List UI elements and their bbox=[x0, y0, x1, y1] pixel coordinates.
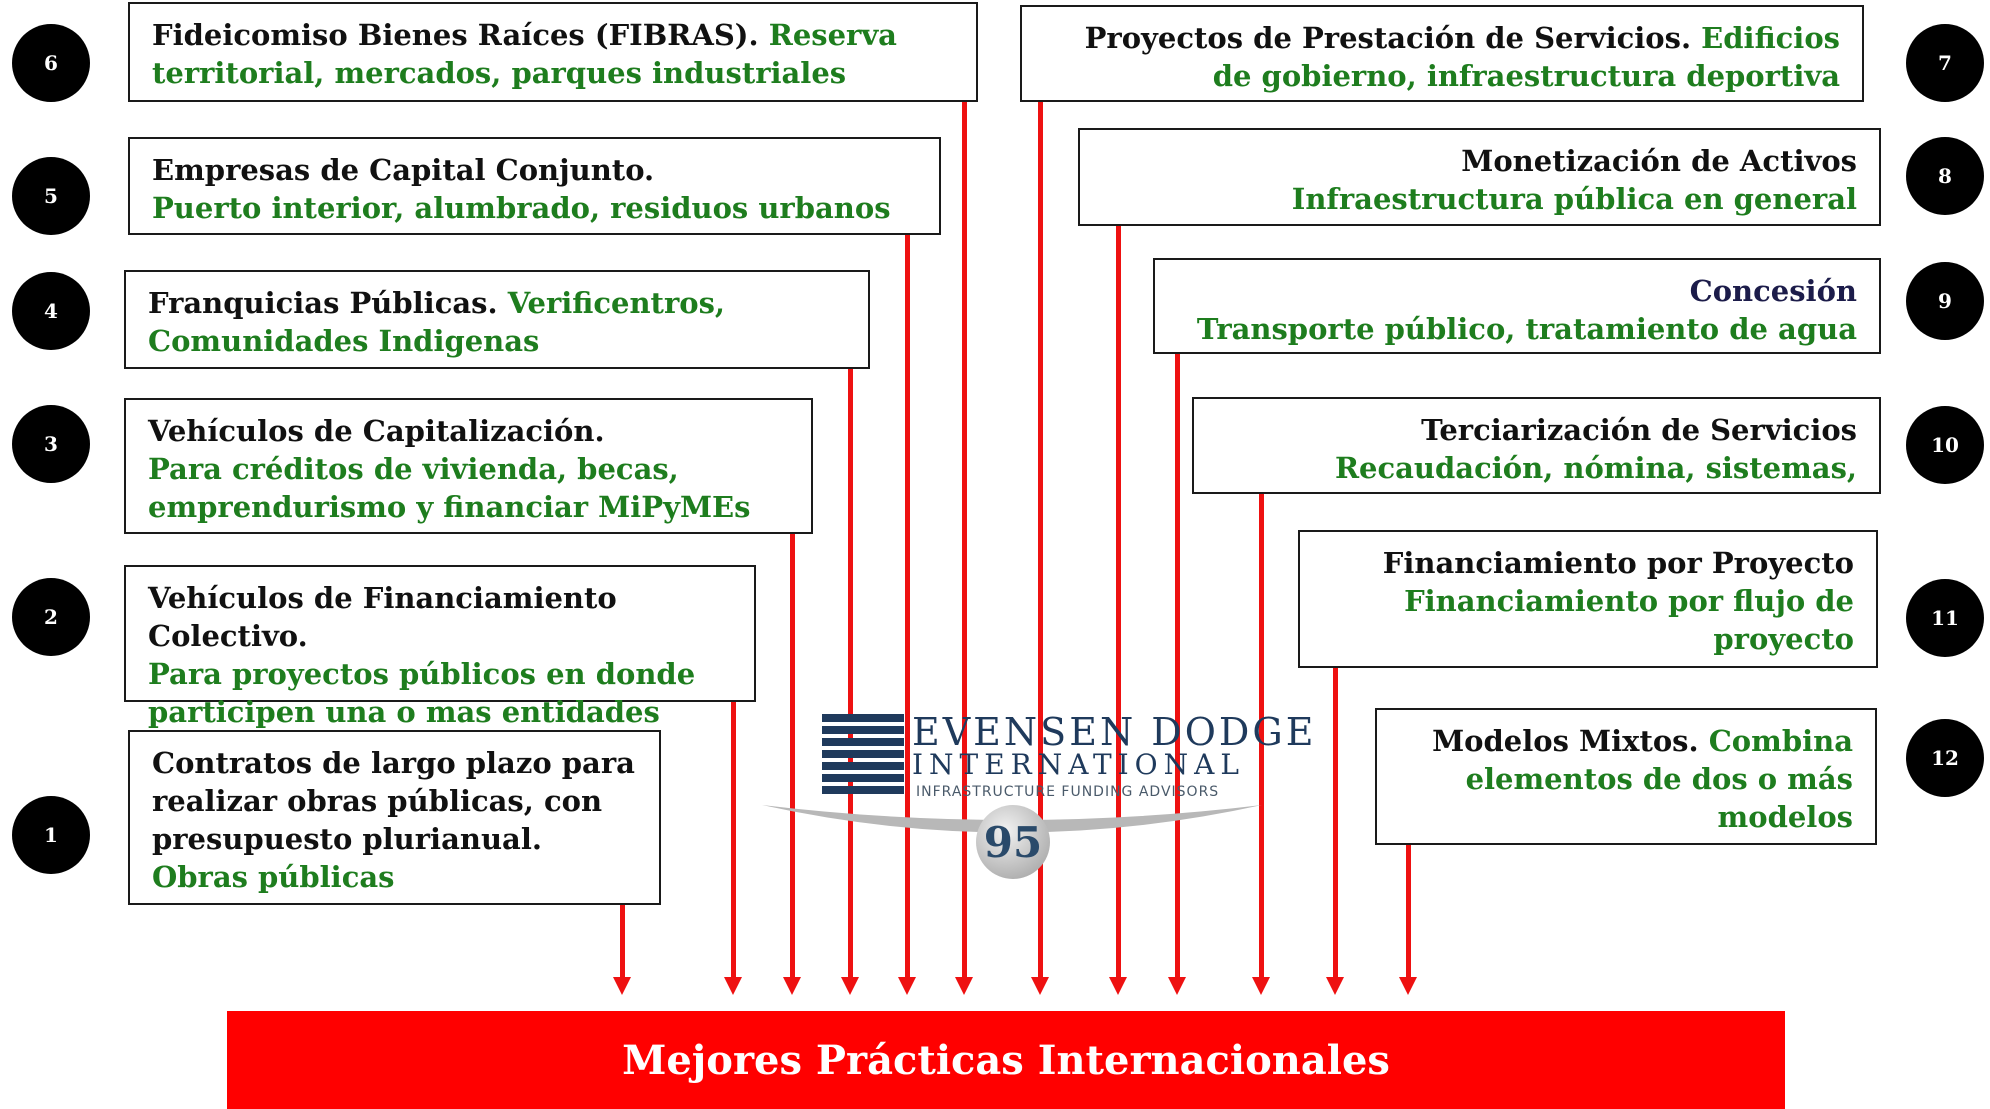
item-detail: Verificentros, Comunidades Indigenas bbox=[148, 286, 725, 358]
number-badge-1: 1 bbox=[12, 796, 90, 874]
item-title: Terciarización de Servicios bbox=[1421, 413, 1857, 447]
number-badge-12: 12 bbox=[1906, 719, 1984, 797]
item-box-8: Monetización de Activos Infraestructura … bbox=[1078, 128, 1881, 226]
item-detail: Recaudación, nómina, sistemas, bbox=[1334, 451, 1857, 485]
item-box-12: Modelos Mixtos. Combina elementos de dos… bbox=[1375, 708, 1877, 845]
connector-line bbox=[620, 902, 625, 980]
item-title: Vehículos de Capitalización. bbox=[148, 414, 605, 448]
item-box-11: Financiamiento por Proyecto Financiamien… bbox=[1298, 530, 1878, 668]
connector-line bbox=[1038, 100, 1043, 980]
number-badge-11: 11 bbox=[1906, 579, 1984, 657]
arrowhead bbox=[898, 977, 916, 995]
item-detail: Obras públicas bbox=[152, 860, 395, 894]
item-box-9: Concesión Transporte público, tratamient… bbox=[1153, 258, 1881, 354]
number-badge-7: 7 bbox=[1906, 24, 1984, 102]
item-detail: Puerto interior, alumbrado, residuos urb… bbox=[152, 191, 891, 225]
number-badge-3: 3 bbox=[12, 405, 90, 483]
item-detail: Transporte público, tratamiento de agua bbox=[1196, 312, 1857, 346]
anniversary-badge: 95 bbox=[976, 805, 1050, 879]
arrowhead bbox=[1109, 977, 1127, 995]
connector-line bbox=[905, 232, 910, 980]
item-box-3: Vehículos de Capitalización. Para crédit… bbox=[124, 398, 813, 534]
logo-graphic bbox=[762, 714, 1262, 833]
item-title: Vehículos de Financiamiento Colectivo. bbox=[148, 581, 617, 653]
item-box-10: Terciarización de Servicios Recaudación,… bbox=[1192, 397, 1881, 494]
arrowhead bbox=[1031, 977, 1049, 995]
connector-line bbox=[848, 365, 853, 980]
item-detail: Reserva territorial, mercados, parques i… bbox=[152, 18, 897, 90]
connector-line bbox=[1175, 352, 1180, 980]
connector-line bbox=[1406, 845, 1411, 980]
item-title: Financiamiento por Proyecto bbox=[1382, 546, 1854, 580]
item-detail: Financiamiento por flujo de proyecto bbox=[1404, 584, 1854, 656]
arrowhead bbox=[1252, 977, 1270, 995]
item-title: Modelos Mixtos. bbox=[1432, 724, 1699, 758]
arrowhead bbox=[955, 977, 973, 995]
number-badge-8: 8 bbox=[1906, 137, 1984, 215]
item-detail: Infraestructura pública en general bbox=[1291, 182, 1857, 216]
arrowhead bbox=[724, 977, 742, 995]
number-badge-4: 4 bbox=[12, 272, 90, 350]
item-box-6: Fideicomiso Bienes Raíces (FIBRAS). Rese… bbox=[128, 2, 978, 102]
item-title: Monetización de Activos bbox=[1461, 144, 1857, 178]
item-box-5: Empresas de Capital Conjunto. Puerto int… bbox=[128, 137, 941, 235]
arrowhead bbox=[1168, 977, 1186, 995]
item-box-2: Vehículos de Financiamiento Colectivo. P… bbox=[124, 565, 756, 767]
item-title: Franquicias Públicas. bbox=[148, 286, 498, 320]
number-badge-9: 9 bbox=[1906, 262, 1984, 340]
item-detail: Combina elementos de dos o más modelos bbox=[1465, 724, 1853, 834]
number-badge-5: 5 bbox=[12, 157, 90, 235]
connector-line bbox=[1333, 666, 1338, 980]
arrowhead bbox=[841, 977, 859, 995]
arrowhead bbox=[783, 977, 801, 995]
item-detail: Edificios de gobierno, infraestructura d… bbox=[1212, 21, 1840, 93]
connector-line bbox=[790, 530, 795, 980]
item-title: Fideicomiso Bienes Raíces (FIBRAS). bbox=[152, 18, 759, 52]
number-badge-2: 2 bbox=[12, 578, 90, 656]
arrowhead bbox=[1326, 977, 1344, 995]
best-practices-banner: Mejores Prácticas Internacionales bbox=[227, 1011, 1785, 1109]
item-box-4: Franquicias Públicas. Verificentros, Com… bbox=[124, 270, 870, 369]
company-logo: EVENSEN DODGE INTERNATIONAL INFRASTRUCTU… bbox=[752, 700, 1313, 890]
item-box-1: Contratos de largo plazo para realizar o… bbox=[128, 730, 661, 905]
connector-line bbox=[962, 98, 967, 980]
number-badge-10: 10 bbox=[1906, 406, 1984, 484]
logo-line1: EVENSEN DODGE bbox=[912, 710, 1317, 754]
item-detail: Para créditos de vivienda, becas, empren… bbox=[148, 452, 751, 524]
item-title: Empresas de Capital Conjunto. bbox=[152, 153, 655, 187]
connector-line bbox=[731, 700, 736, 980]
arrowhead bbox=[613, 977, 631, 995]
item-title: Contratos de largo plazo para realizar o… bbox=[152, 746, 635, 856]
number-badge-6: 6 bbox=[12, 24, 90, 102]
connector-line bbox=[1116, 224, 1121, 980]
connector-line bbox=[1259, 492, 1264, 980]
logo-line2: INTERNATIONAL bbox=[912, 748, 1245, 781]
item-title: Concesión bbox=[1689, 274, 1857, 308]
arrowhead bbox=[1399, 977, 1417, 995]
item-title: Proyectos de Prestación de Servicios. bbox=[1084, 21, 1692, 55]
item-box-7: Proyectos de Prestación de Servicios. Ed… bbox=[1020, 5, 1864, 102]
logo-tagline: INFRASTRUCTURE FUNDING ADVISORS bbox=[916, 784, 1220, 800]
